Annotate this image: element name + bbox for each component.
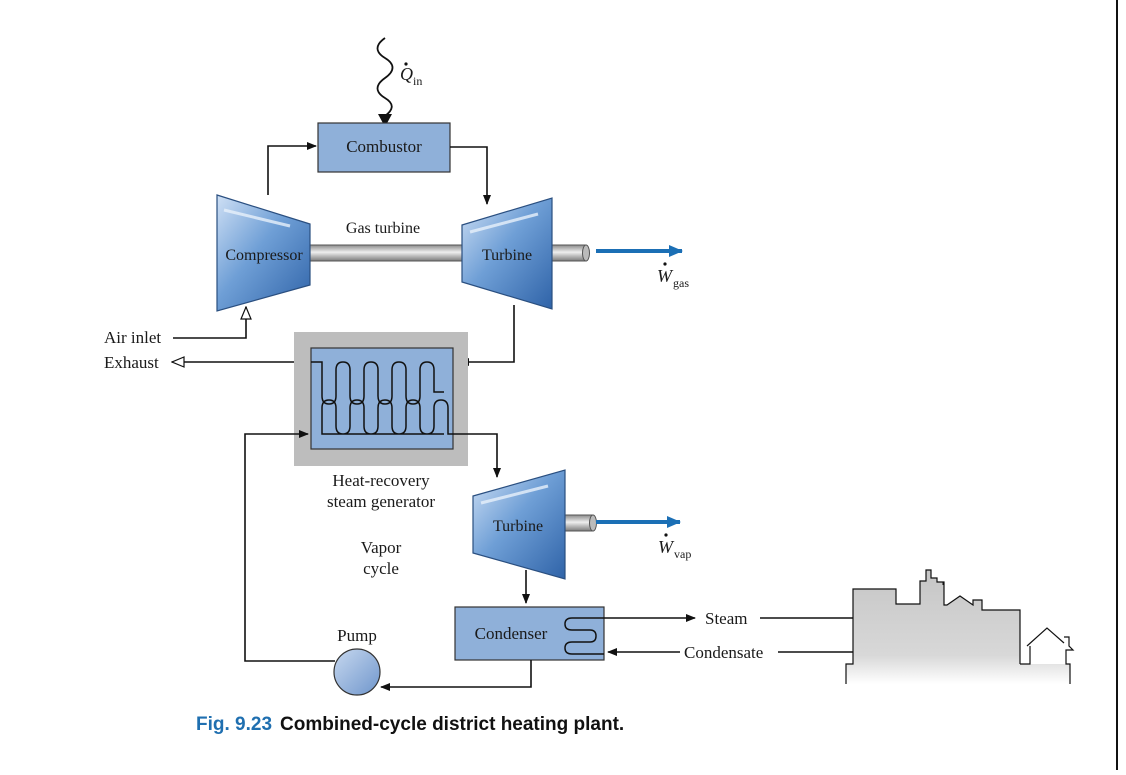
gas-turbine-shape: [461, 197, 553, 310]
heat-input-arrow: [376, 37, 394, 127]
hrsg-unit: [294, 332, 468, 466]
combustor-to-turbine-line: [450, 146, 491, 205]
hrsg-to-vapor-turbine-line: [453, 433, 501, 478]
air-inlet-line: [173, 307, 246, 339]
work-gas-subscript: gas: [673, 276, 689, 290]
compressor-to-combustor-line: [267, 142, 317, 195]
vapor-turbine-label: Turbine: [493, 518, 543, 535]
work-gas-label: W: [657, 266, 674, 286]
heat-input-label: Q: [400, 64, 413, 84]
figure-caption-text: Combined-cycle district heating plant.: [280, 714, 625, 735]
pump-label: Pump: [337, 626, 377, 645]
combustor-box: [317, 122, 451, 173]
pump-to-hrsg-line: [244, 430, 335, 662]
gas-turbine-shaft: [304, 244, 466, 262]
condensate-label: Condensate: [684, 643, 763, 662]
steam-label: Steam: [705, 609, 748, 628]
vapor-cycle-label-line1: Vapor: [361, 538, 402, 557]
condenser-to-pump-line: [380, 660, 532, 691]
compressor-shape: [216, 194, 311, 312]
vapor-turbine-shape: [472, 469, 566, 580]
hrsg-label-line2: steam generator: [327, 492, 435, 511]
heat-rate-dot: [404, 62, 408, 66]
district-buildings-illustration: [845, 569, 1075, 684]
gas-turbine-stage-label: Turbine: [482, 247, 532, 264]
air-inlet-label: Air inlet: [104, 328, 161, 347]
turbine-exhaust-to-hrsg-line: [459, 305, 515, 366]
work-vap-label: W: [658, 537, 675, 557]
exhaust-label: Exhaust: [104, 353, 159, 372]
combustor-label: Combustor: [346, 137, 422, 156]
heat-input-subscript: in: [413, 74, 422, 88]
work-vap-subscript: vap: [674, 547, 691, 561]
gas-turbine-label: Gas turbine: [346, 220, 420, 237]
condenser-label: Condenser: [475, 624, 548, 643]
page-edge-rule: [1116, 0, 1118, 770]
gas-output-shaft: [547, 244, 587, 262]
compressor-label: Compressor: [225, 247, 303, 264]
figure-caption: Fig. 9.23 Combined-cycle district heating…: [196, 714, 624, 736]
figure-number: Fig. 9.23: [196, 714, 273, 735]
hrsg-label-line1: Heat-recovery: [332, 471, 430, 490]
pump-symbol: [333, 648, 381, 696]
vapor-cycle-label-line2: cycle: [363, 559, 399, 578]
condenser-box: [454, 606, 605, 661]
